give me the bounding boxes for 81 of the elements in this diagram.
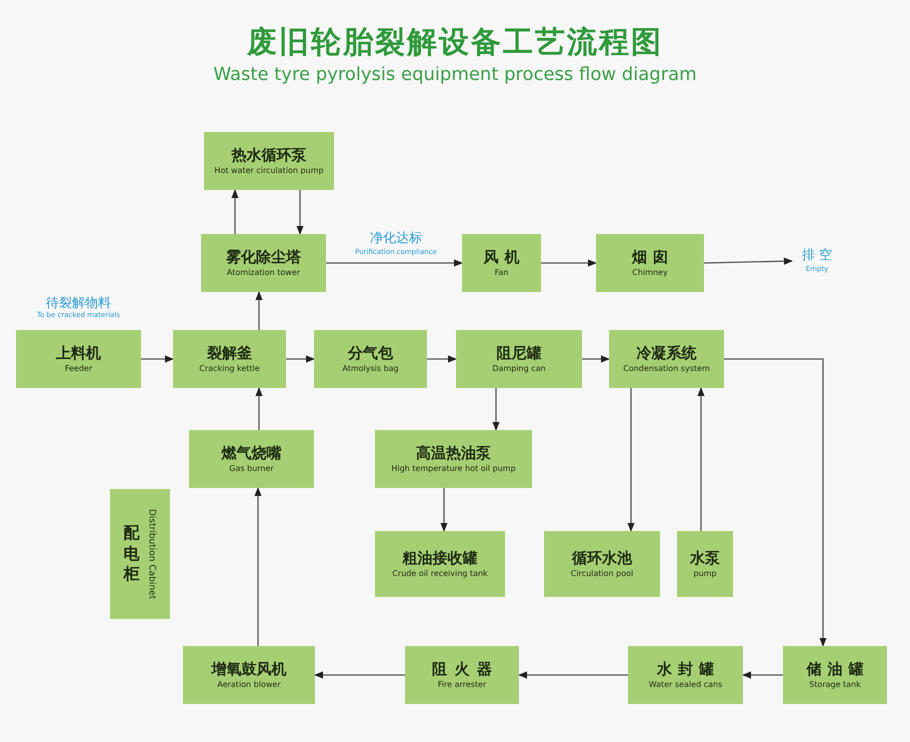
node-title: 风机 (484, 248, 526, 268)
node-subtitle: Chimney (632, 268, 668, 278)
process-box (405, 646, 519, 704)
node-title: 燃气烧嘴 (222, 444, 282, 464)
subtitle: Waste tyre pyrolysis equipment process flow diagram (212, 64, 698, 85)
process-box (110, 489, 170, 619)
process-box (783, 646, 887, 704)
process-box (628, 646, 743, 704)
diagram-title: 废旧轮胎裂解设备工艺流程图 (246, 24, 664, 62)
arrow (296, 190, 304, 235)
process-box (16, 330, 141, 388)
arrow (255, 291, 263, 330)
arrow (326, 259, 463, 267)
node-title: 分气包 (348, 344, 393, 364)
node-title: 水封罐 (657, 660, 720, 680)
node-title: 配电柜 (124, 522, 140, 586)
arrow (697, 387, 705, 531)
node-subtitle: pump (693, 569, 717, 579)
node-title: 雾化除尘塔 (226, 248, 301, 268)
node-subtitle: Atmolysis bag (342, 364, 399, 374)
process-box (204, 132, 334, 190)
node-title: 热水循环泵 (232, 146, 306, 166)
node-subtitle: Gas burner (229, 464, 274, 474)
node-subtitle: High temperature hot oil pump (391, 464, 516, 474)
node-subtitle: Feeder (64, 364, 92, 374)
arrow (704, 258, 793, 265)
process-box (609, 330, 724, 388)
arrow (286, 355, 315, 363)
arrow (492, 388, 500, 431)
arrow (254, 487, 262, 646)
node-subtitle: Crude oil receiving tank (392, 569, 488, 579)
node-subtitle: Atomization tower (226, 268, 300, 278)
node-title: 增氧鼓风机 (212, 660, 286, 680)
arrow (742, 671, 783, 679)
node-subtitle: Circulation pool (570, 569, 634, 579)
arrow (231, 189, 239, 234)
node-title: 高温热油泵 (416, 444, 491, 464)
node-subtitle: Damping can (492, 364, 546, 374)
node-subtitle: Storage tank (809, 680, 861, 690)
arrow (255, 387, 263, 430)
arrow (518, 671, 628, 679)
arrow (541, 259, 597, 267)
node-title: 水泵 (690, 549, 720, 568)
node-title: 储油罐 (806, 660, 870, 680)
process-box (375, 531, 505, 597)
process-box (189, 430, 314, 488)
arrow (627, 388, 635, 532)
node-title: 烟囱 (632, 248, 674, 268)
node-subtitle: Condensation system (623, 364, 710, 374)
node-subtitle: Hot water circulation pump (214, 166, 324, 176)
node-subtitle: Fan (494, 268, 508, 278)
arrow (314, 671, 405, 679)
node-title: 粗油接收罐 (402, 549, 478, 568)
material-label: 待裂解物料 (45, 295, 112, 312)
arrow (427, 355, 457, 363)
process-box (462, 234, 541, 292)
node-title: 循环水池 (572, 549, 632, 568)
node-title: 冷凝系统 (636, 344, 696, 364)
node-title: 裂解釜 (207, 344, 252, 364)
node-title: 阻尼罐 (496, 344, 542, 364)
arrow (724, 358, 827, 647)
process-box (183, 646, 315, 704)
process-box (544, 531, 660, 597)
process-box (456, 330, 582, 388)
arrow (141, 355, 174, 363)
process-box (173, 330, 286, 388)
process-box (677, 531, 733, 597)
process-box (375, 430, 532, 488)
node-title: 阻火器 (432, 660, 500, 680)
node-subtitle: Fire arrester (438, 680, 486, 690)
node-subtitle: Distribution Cabinet (146, 508, 156, 600)
node-subtitle: Aeration blower (217, 680, 281, 690)
node-title: 上料机 (56, 344, 101, 364)
outlet-label: 排空 (802, 248, 836, 264)
arrow (582, 355, 610, 363)
process-box (596, 234, 704, 292)
process-box (314, 330, 427, 388)
arrow (440, 488, 448, 532)
node-subtitle: Cracking kettle (199, 364, 260, 374)
node-subtitle: Water sealed cans (648, 680, 722, 690)
process-box (201, 234, 326, 292)
